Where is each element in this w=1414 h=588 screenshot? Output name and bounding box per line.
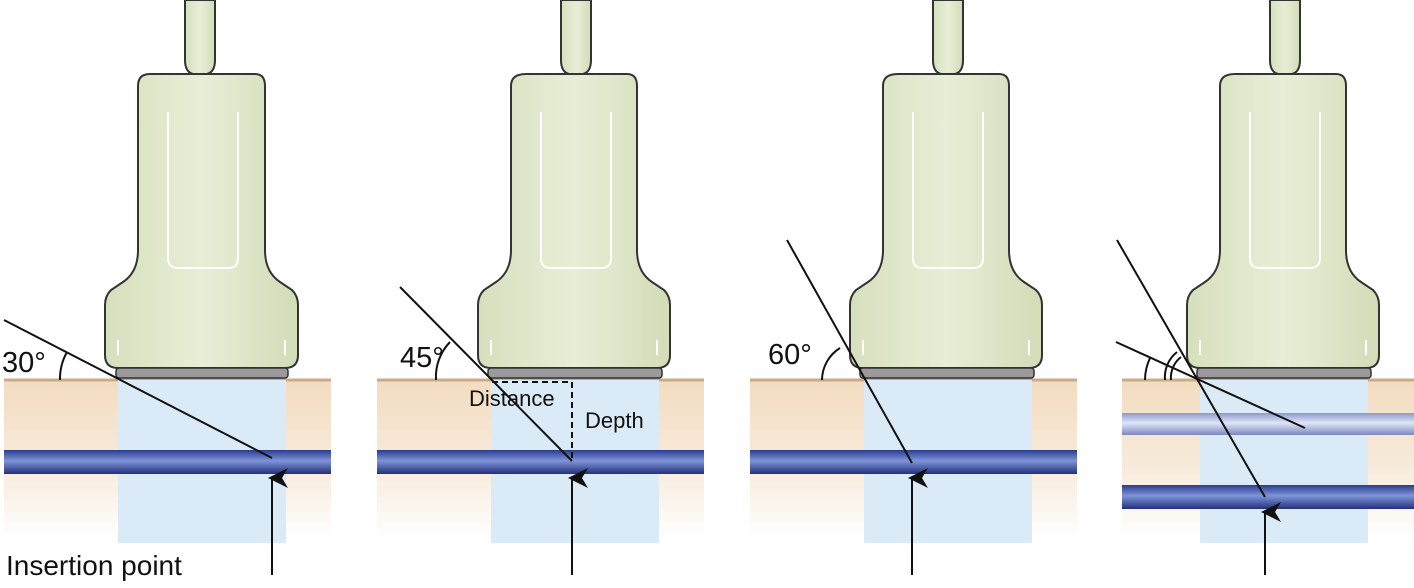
angle-label: 60° xyxy=(768,339,812,371)
angle-arc xyxy=(821,347,841,381)
blood-vessel xyxy=(377,450,704,474)
needle xyxy=(399,286,573,462)
blood-vessel xyxy=(750,450,1077,474)
ultrasound-transducer xyxy=(104,0,299,379)
shallow-needle xyxy=(1115,341,1306,429)
panel-angle-comparison xyxy=(1115,0,1414,575)
angle-label: 30° xyxy=(2,347,46,379)
ultrasound-transducer xyxy=(849,0,1043,379)
angle-arc xyxy=(1163,351,1178,381)
needle xyxy=(3,319,273,459)
ultrasound-transducer xyxy=(1186,0,1380,379)
panel-45-degrees: 45° Distance Depth xyxy=(377,0,704,575)
panel-30-degrees: 30° Insertion point xyxy=(2,0,331,581)
angle-arc xyxy=(1169,356,1182,381)
needle xyxy=(786,239,913,464)
insertion-point-caption: Insertion point xyxy=(6,550,182,581)
panel-60-degrees: 60° xyxy=(750,0,1077,575)
distance-depth-guide xyxy=(492,381,573,461)
angle-arc xyxy=(58,351,68,381)
steep-needle xyxy=(1116,239,1266,498)
ultrasound-beam xyxy=(1200,380,1368,543)
ultrasound-transducer xyxy=(477,0,671,379)
angle-arc xyxy=(1144,357,1151,381)
depth-label: Depth xyxy=(585,408,644,433)
distance-label: Distance xyxy=(469,386,555,411)
angle-label: 45° xyxy=(400,342,444,374)
blood-vessel xyxy=(4,450,331,474)
angle-arc xyxy=(434,341,451,381)
deep-blood-vessel xyxy=(1122,485,1414,509)
superficial-blood-vessel xyxy=(1122,413,1414,435)
